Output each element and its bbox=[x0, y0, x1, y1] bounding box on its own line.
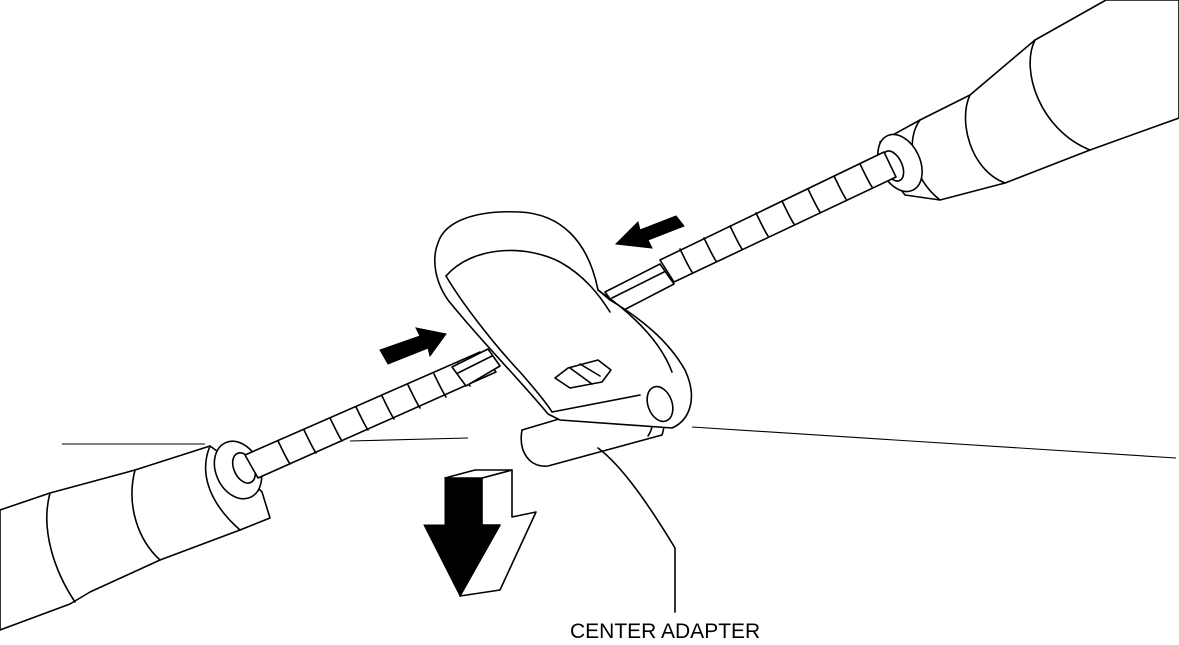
push-arrow-right-icon bbox=[614, 215, 685, 249]
center-adapter-label: CENTER ADAPTER bbox=[570, 620, 760, 643]
screwdriver-left-icon bbox=[0, 348, 501, 631]
center-adapter-icon bbox=[434, 210, 693, 467]
callout-leader-line bbox=[597, 447, 676, 613]
push-arrow-left-icon bbox=[379, 327, 447, 365]
removal-down-arrow-icon bbox=[423, 469, 537, 598]
screwdriver-right-icon bbox=[604, 0, 1179, 313]
surface-lines bbox=[62, 426, 1177, 459]
